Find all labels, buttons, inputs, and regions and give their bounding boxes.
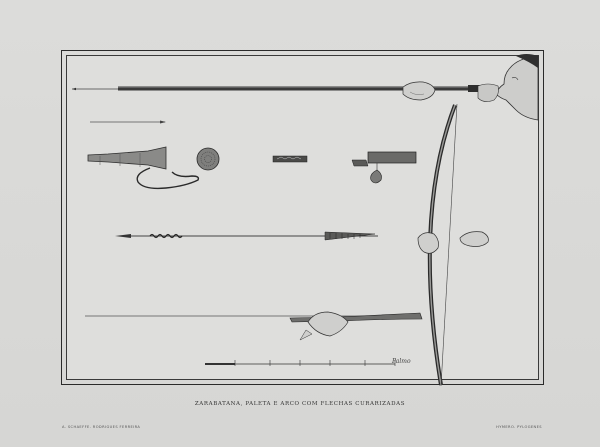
artist-credit: A. SCHAEFFE. RODRIGUES FERREIRA: [62, 425, 141, 429]
arrow-with-hand: [85, 311, 423, 341]
scale-bar: [205, 360, 396, 366]
plate-caption: ZARABATANA, PALETA E ARCO COM FLECHAS CU…: [194, 401, 406, 407]
poison-tube-and-gourd: [351, 151, 417, 184]
kapok-ball: [196, 147, 220, 171]
hunter-head: [477, 54, 539, 121]
small-dart: [90, 120, 166, 124]
feathered-arrow: [115, 231, 378, 241]
scale-label: Palmo: [392, 358, 411, 365]
hands-on-bow: [417, 231, 489, 254]
dart-quiver: [87, 146, 200, 190]
plate-inner-border: [66, 55, 539, 380]
plate-outer-border: [61, 50, 544, 385]
bow: [427, 103, 458, 387]
hand-on-blowgun: [402, 81, 436, 101]
engraver-credit: HYMERO. PYLOGENES: [496, 425, 542, 429]
small-container: [272, 155, 308, 163]
